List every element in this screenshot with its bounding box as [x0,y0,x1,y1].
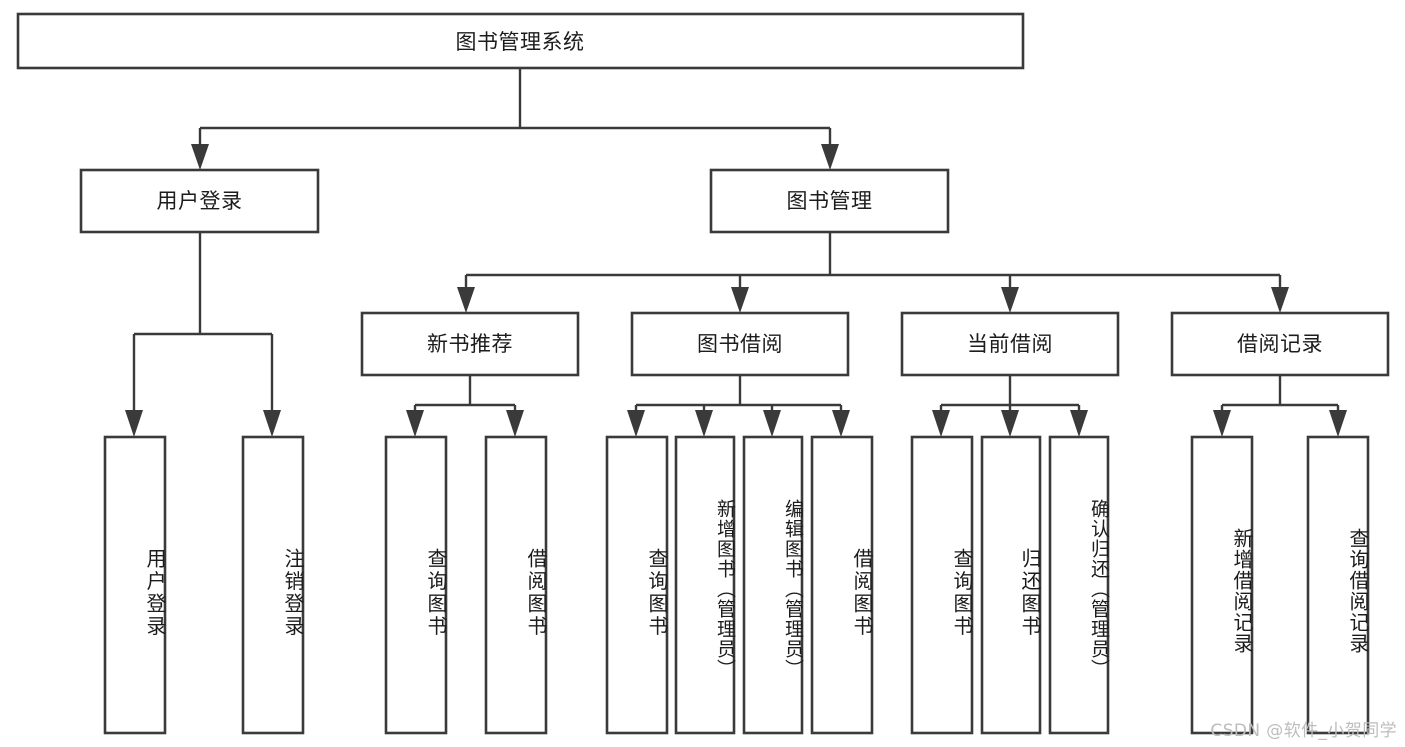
arrow-head-leaf-borrow-1 [627,410,645,437]
node-user-login-box[interactable] [79,168,320,234]
leaf-box-current-2[interactable] [980,435,1042,735]
arrow-head-leaf-borrow-4 [832,410,850,437]
node-book-management[interactable]: 图书管理 [709,168,950,234]
node-user-login-label: 用户登录 [157,189,243,213]
node-root-box[interactable] [16,12,1025,70]
arrow-head-bookmgmt [821,144,839,170]
node-borrow-record[interactable]: 借阅记录 [1170,311,1390,377]
arrow-head-leaf-borrow-3 [763,410,781,437]
arrow-head-leaf-record-2 [1329,410,1347,437]
arrow-head-level3-4 [1271,287,1289,313]
leaf-box-current-3[interactable] [1048,435,1110,735]
node-new-book-recommend[interactable]: 新书推荐 [360,311,580,377]
node-new-book-recommend-label: 新书推荐 [427,332,513,356]
node-borrow-record-box[interactable] [1170,311,1390,377]
node-root[interactable]: 图书管理系统 [16,12,1025,70]
leaf-box-user-login-2[interactable] [241,435,305,735]
csdn-watermark: CSDN @软件_小贺同学 [1210,721,1397,741]
leaf-box-newbook-2[interactable] [484,435,548,735]
node-book-borrow-box[interactable] [630,311,850,377]
connectors-group [125,68,1347,437]
leaf-box-borrow-3[interactable] [742,435,804,735]
arrow-head-leaf-current-2 [1001,410,1019,437]
leaf-box-record-2[interactable] [1306,435,1370,735]
node-book-borrow[interactable]: 图书借阅 [630,311,850,377]
node-new-book-recommend-box[interactable] [360,311,580,377]
arrow-head-leaf-user-1 [125,410,143,437]
node-book-management-label: 图书管理 [787,189,873,213]
node-current-borrow-box[interactable] [900,311,1120,377]
node-borrow-record-label: 借阅记录 [1237,332,1323,356]
arrow-head-level3-3 [1001,287,1019,313]
arrow-head-level3-1 [457,287,475,313]
leaf-box-newbook-1[interactable] [384,435,448,735]
node-book-borrow-label: 图书借阅 [697,332,783,356]
arrow-head-leaf-newbook-1 [406,410,424,437]
arrow-head-userlogin [191,144,209,170]
arrow-head-leaf-newbook-2 [506,410,524,437]
arrow-head-leaf-user-2 [263,410,281,437]
arrow-head-leaf-current-3 [1070,410,1088,437]
arrow-head-leaf-record-1 [1213,410,1231,437]
node-current-borrow[interactable]: 当前借阅 [900,311,1120,377]
node-current-borrow-label: 当前借阅 [967,332,1053,356]
leaf-box-borrow-1[interactable] [605,435,669,735]
arrow-head-level3-2 [731,287,749,313]
arrow-head-leaf-borrow-2 [695,410,713,437]
leaf-box-current-1[interactable] [910,435,974,735]
node-root-label: 图书管理系统 [456,30,585,54]
leaf-box-borrow-4[interactable] [810,435,874,735]
arrow-head-leaf-current-1 [932,410,950,437]
leaf-box-user-login-1[interactable] [103,435,167,735]
leaf-boxes-group [103,435,1370,735]
leaf-box-borrow-2[interactable] [674,435,736,735]
node-user-login[interactable]: 用户登录 [79,168,320,234]
node-book-management-box[interactable] [709,168,950,234]
leaf-box-record-1[interactable] [1190,435,1254,735]
